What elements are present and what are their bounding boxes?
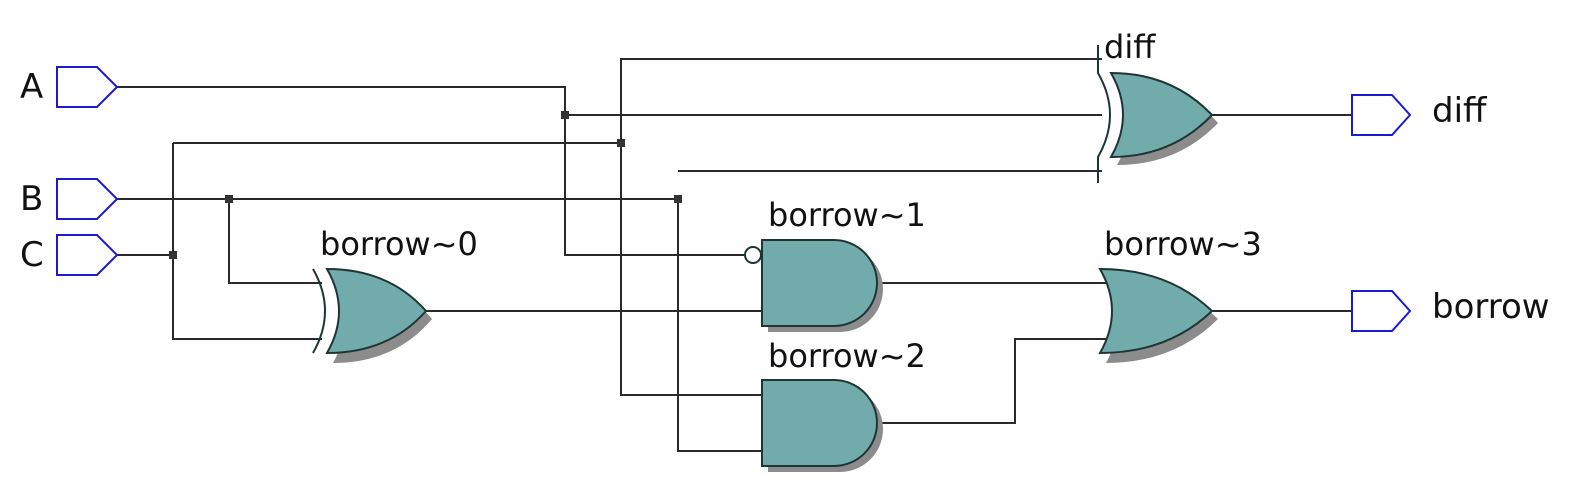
junction-dot bbox=[169, 251, 177, 259]
inverter-bubble bbox=[744, 246, 762, 264]
wire-borrow2-out bbox=[877, 338, 1106, 424]
wire-b-to-borrow0 bbox=[228, 199, 322, 284]
junction-dot bbox=[674, 195, 682, 203]
gate-label: borrow~0 bbox=[320, 225, 478, 263]
pin-label: B bbox=[20, 179, 43, 219]
gate-label: borrow~2 bbox=[768, 337, 926, 375]
pin-label: A bbox=[20, 67, 43, 107]
junction-dot bbox=[225, 195, 233, 203]
gate-borrow1-and[interactable]: borrow~1 bbox=[744, 196, 926, 332]
input-pin-b[interactable]: B bbox=[20, 178, 119, 220]
input-pin-a[interactable]: A bbox=[20, 66, 119, 108]
gate-borrow3-or[interactable]: borrow~3 bbox=[1098, 225, 1262, 363]
gate-label: borrow~1 bbox=[768, 196, 926, 234]
output-pin-diff[interactable]: diff bbox=[1351, 91, 1488, 136]
pin-label: C bbox=[20, 235, 44, 275]
wire-b bbox=[117, 198, 762, 452]
output-pin-borrow[interactable]: borrow bbox=[1351, 287, 1550, 332]
junction-dot bbox=[561, 111, 569, 119]
gate-label: borrow~3 bbox=[1104, 225, 1262, 263]
wire-a bbox=[117, 86, 752, 256]
gate-label: diff bbox=[1104, 28, 1156, 66]
input-pin-c[interactable]: C bbox=[20, 234, 119, 276]
gate-borrow2-and[interactable]: borrow~2 bbox=[761, 337, 926, 472]
pin-label: diff bbox=[1432, 91, 1488, 131]
gate-diff-xor[interactable]: diff bbox=[1097, 28, 1218, 183]
wire-c-trunk bbox=[172, 143, 322, 340]
junctions bbox=[169, 111, 682, 259]
junction-dot bbox=[617, 139, 625, 147]
wire-c-branch bbox=[620, 58, 1102, 396]
wires bbox=[117, 58, 1352, 452]
pin-label: borrow bbox=[1432, 287, 1550, 327]
gate-borrow0-xor[interactable]: borrow~0 bbox=[312, 225, 478, 363]
